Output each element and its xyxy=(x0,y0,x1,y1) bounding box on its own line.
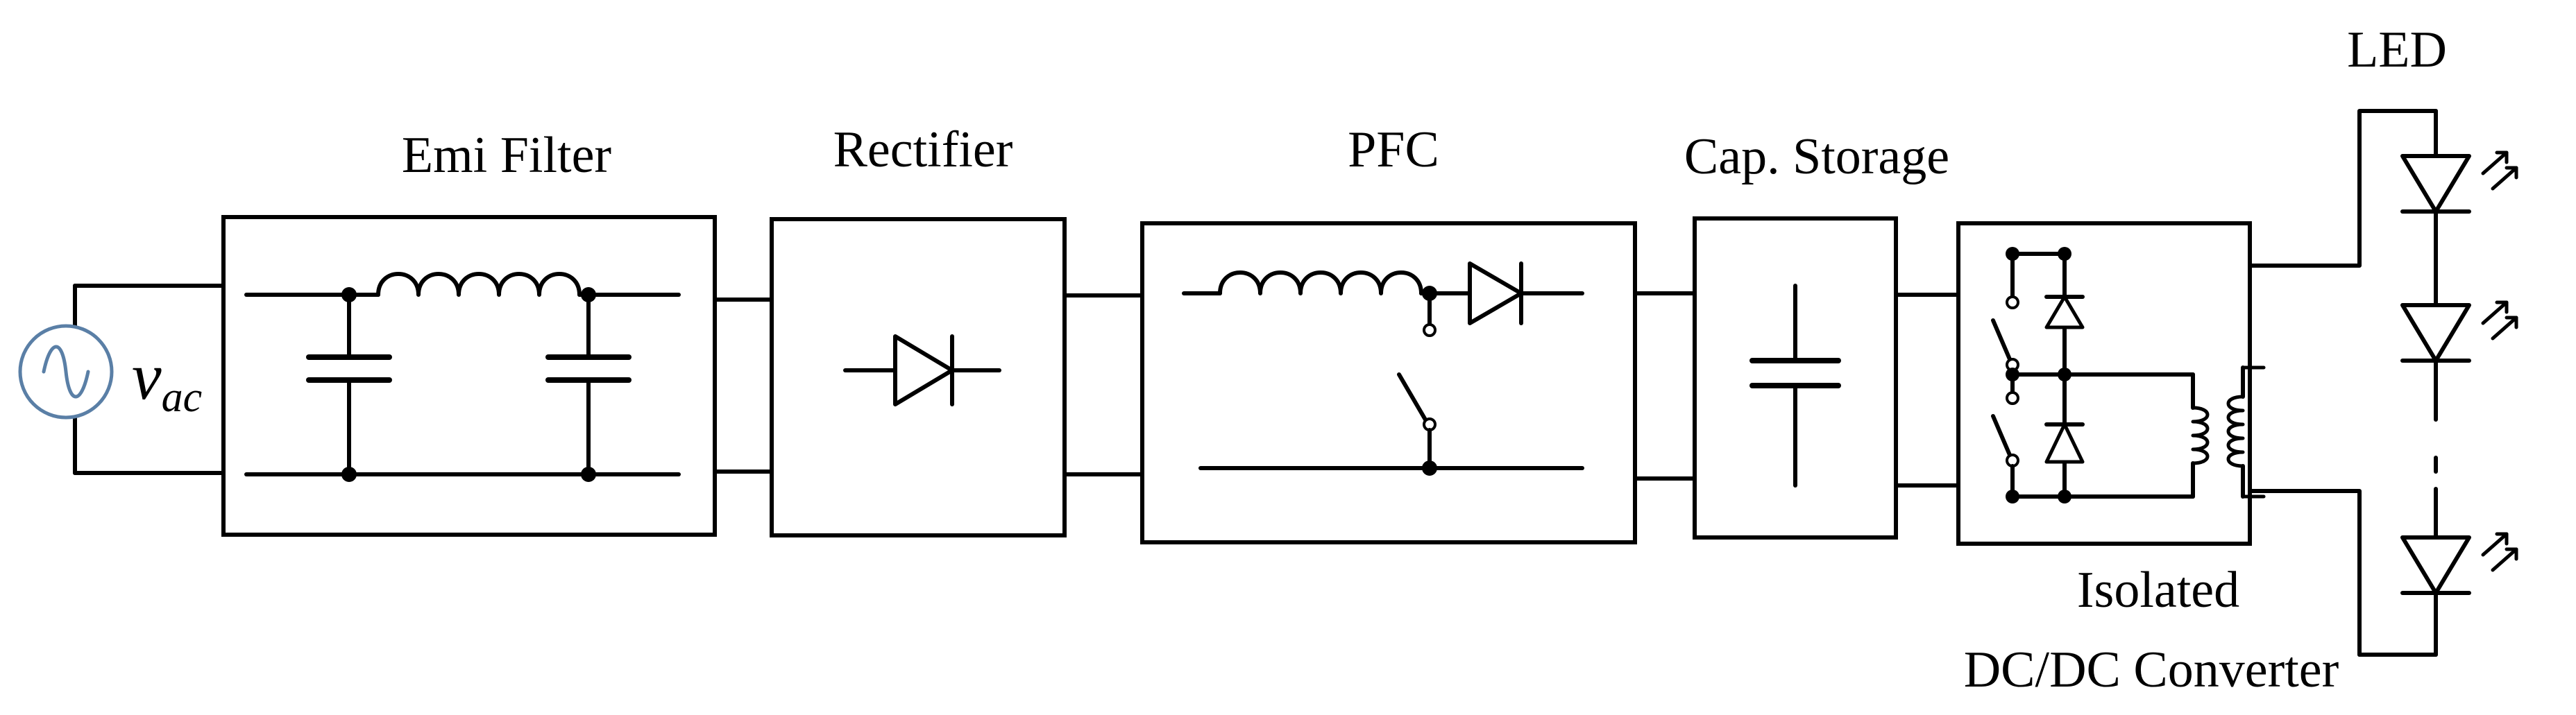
dcdc-diode-2-icon xyxy=(2044,422,2085,464)
pfc-diode-icon xyxy=(1468,261,1584,325)
emi-filter-block: Emi Filter xyxy=(221,127,717,537)
led-string: LED xyxy=(2347,21,2518,657)
dcdc-label-line1: Isolated xyxy=(2077,562,2239,619)
transformer-icon xyxy=(2191,365,2266,499)
led-label: LED xyxy=(2347,21,2447,78)
storage-capacitor-icon xyxy=(1749,284,1841,488)
pfc-label: PFC xyxy=(1348,121,1439,178)
rectifier-block: Rectifier xyxy=(770,121,1067,537)
diode-icon xyxy=(843,334,1001,406)
led-1-icon xyxy=(2400,150,2518,214)
pfc-inductor-icon xyxy=(1218,270,1423,295)
emi-inductor-icon xyxy=(376,272,582,297)
cap-storage-block: Cap. Storage xyxy=(1684,128,1949,540)
cap-storage-label: Cap. Storage xyxy=(1684,128,1949,185)
pfc-block: PFC xyxy=(1140,121,1637,544)
ac-source: vac xyxy=(18,284,226,475)
emi-capacitor-1-icon xyxy=(306,287,392,482)
dcdc-diode-1-icon xyxy=(2044,295,2085,329)
led-2-icon xyxy=(2400,300,2518,363)
isolated-dcdc-block: Isolated DC/DC Converter xyxy=(1956,221,2339,698)
rectifier-label: Rectifier xyxy=(833,121,1013,178)
led-3-icon xyxy=(2400,532,2518,595)
dcdc-label-line2: DC/DC Converter xyxy=(1964,641,2339,698)
pfc-switch-icon xyxy=(1397,286,1437,476)
source-label: vac xyxy=(132,339,202,421)
sine-wave-icon xyxy=(42,345,90,399)
source-symbol: v xyxy=(132,339,162,413)
emi-filter-label: Emi Filter xyxy=(402,127,611,184)
emi-capacitor-2-icon xyxy=(545,287,632,482)
source-subscript: ac xyxy=(162,374,203,421)
